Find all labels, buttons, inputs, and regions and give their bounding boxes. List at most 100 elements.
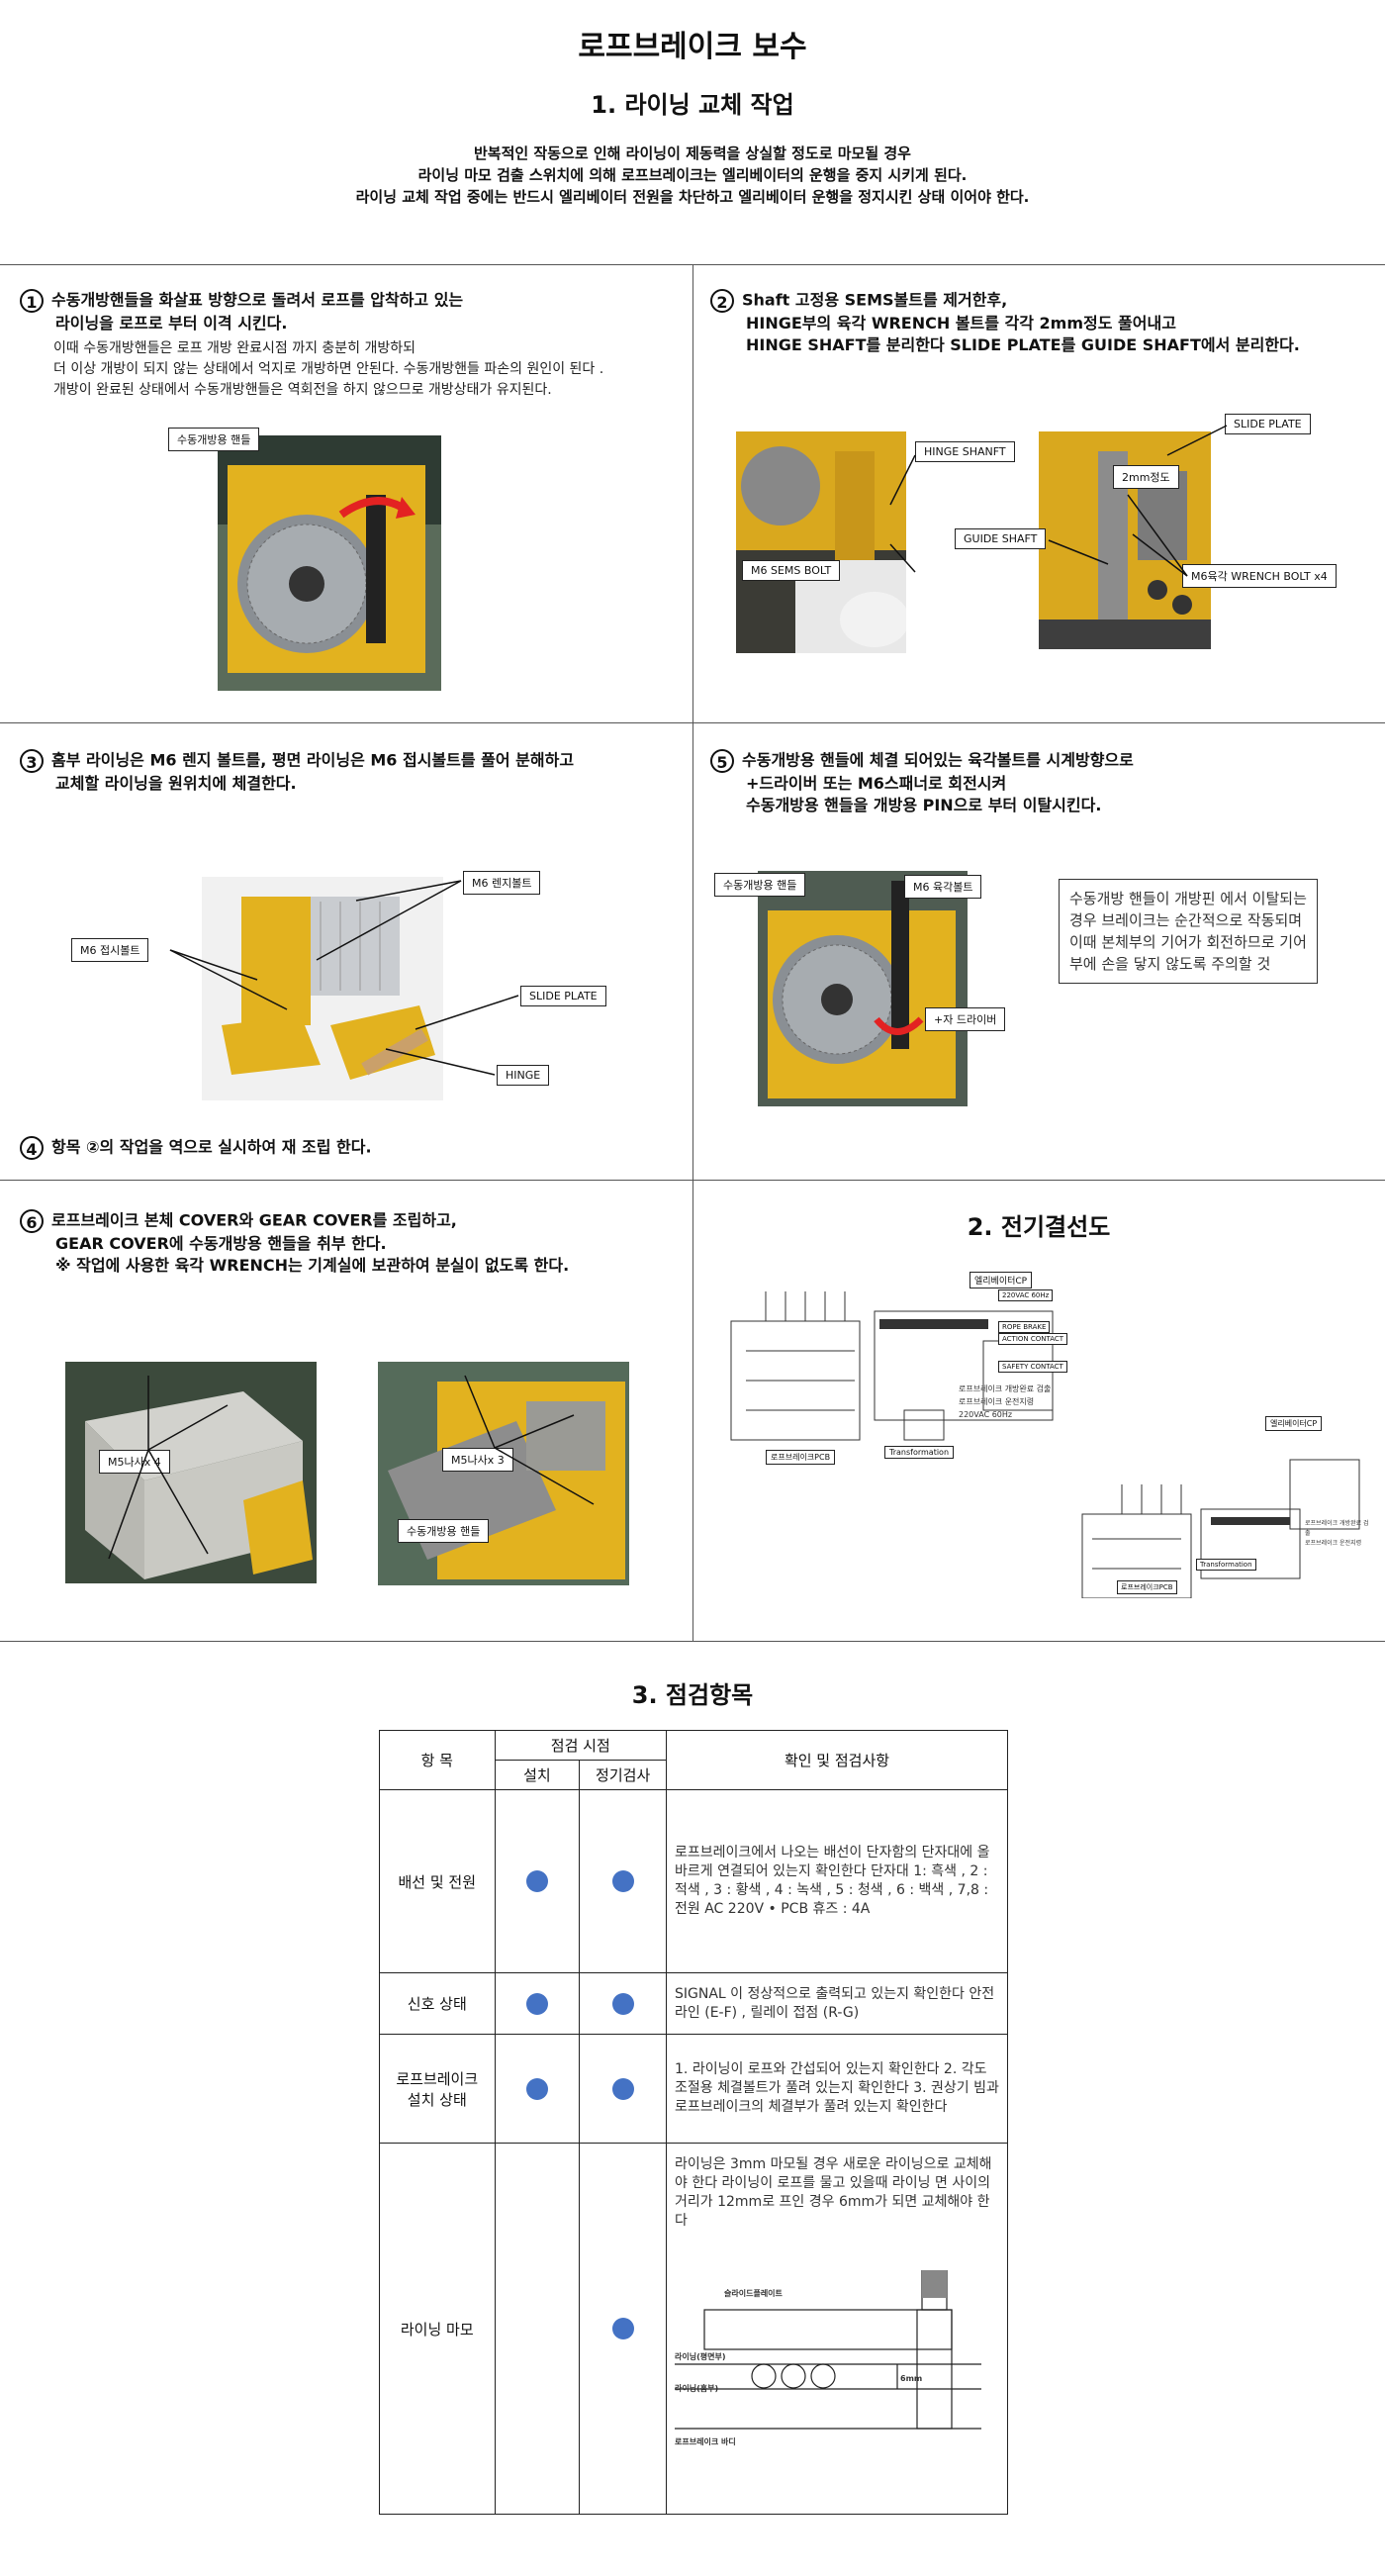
check-dot [525, 1992, 548, 2015]
step-heading: ※ 작업에 사용한 육각 WRENCH는 기계실에 보관하여 분실이 없도록 한… [55, 1256, 570, 1275]
handle-label: 수동개방용 핸들 [398, 1519, 490, 1543]
periodic-cell [579, 2143, 668, 2515]
hinge-label: HINGE [497, 1065, 550, 1086]
sems-bolt-label: M6 SEMS BOLT [742, 560, 841, 581]
intro-text: 반복적인 작동으로 인해 라이닝이 제동력을 상실할 정도로 마모될 경우 라이… [0, 143, 1385, 208]
check-cell: SIGNAL 이 정상적으로 출력되고 있는지 확인한다 안전라인 (E-F) … [666, 1972, 1008, 2035]
pcb-label: 로프브레이크PCB [1117, 1580, 1177, 1594]
step-number: 2 [710, 289, 734, 313]
step-number: 6 [20, 1209, 44, 1233]
inspection-table: 항 목 점검 시점 확인 및 점검사항 설치 정기검사 배선 및 전원 로프브레… [379, 1730, 1008, 2515]
legend-item: 로프브레이크 운전지령 [959, 1397, 1035, 1406]
check-dot [611, 2318, 634, 2339]
divider [692, 264, 693, 1641]
header-check: 확인 및 점검사항 [666, 1730, 1008, 1790]
install-cell [494, 1789, 581, 1973]
check-cell: 로프브레이크에서 나오는 배선이 단자함의 단자대에 올바르게 연결되어 있는지… [666, 1789, 1008, 1973]
step-heading: 라이닝을 로프로 부터 이격 시킨다. [55, 314, 288, 333]
handle-label: 수동개방용 핸들 [714, 873, 806, 897]
lining-diagram: 슬라이드플레이트 라이닝(평면부) 라이닝(홈부) 로프브레이크 바디 6mm [675, 2270, 991, 2468]
hinge-photo [736, 431, 906, 653]
slide-plate-label: SLIDE PLATE [520, 986, 606, 1006]
wrench-bolt-label: M6육각 WRENCH BOLT x4 [1182, 564, 1337, 588]
m5x4-label: M5나사x 4 [99, 1450, 170, 1474]
lining-flat-text: 라이닝(평면부) [675, 2352, 726, 2361]
lining-groove-text: 라이닝(홈부) [675, 2384, 719, 2393]
step-6: 6 로프브레이크 본체 COVER와 GEAR COVER를 조립하고, GEAR… [20, 1209, 683, 1277]
install-cell [494, 2143, 581, 2515]
power-box-label: 220VAC 60Hz [998, 1289, 1054, 1301]
install-cell [494, 1972, 581, 2035]
body-text: 로프브레이크 바디 [675, 2437, 736, 2446]
step-text: 이때 수동개방핸들은 로프 개방 완료시점 까지 충분히 개방하되 [53, 340, 416, 356]
handle-label: 수동개방용 핸들 [168, 428, 260, 451]
step-text: 더 이상 개방이 되지 않는 상태에서 억지로 개방하면 안된다. 수동개방핸들… [53, 361, 604, 377]
brake-photo [218, 435, 441, 691]
step-heading: 교체할 라이닝을 원위치에 체결한다. [55, 774, 297, 793]
step-number: 5 [710, 749, 734, 773]
slide-plate-label: SLIDE PLATE [1225, 414, 1311, 434]
periodic-cell [579, 1789, 668, 1973]
wiring-legend: 로프브레이크 개방완료 검출 로프브레이크 운전지령 220VAC 60Hz [959, 1383, 1051, 1421]
check-cell: 라이닝은 3mm 마모될 경우 새로운 라이닝으로 교체해야 한다 라이닝이 로… [666, 2143, 1008, 2515]
cp-label: 엘리베이터CP [970, 1272, 1033, 1288]
step-2-pointers [889, 425, 1228, 577]
hinge-shaft-label: HINGE SHANFT [915, 441, 1015, 462]
step-number: 4 [20, 1136, 44, 1160]
check-dot [525, 1870, 548, 1892]
wiring-legend: 로프브레이크 개방완료 검출 로프브레이크 운전지령 [1305, 1519, 1369, 1549]
lining-text: 라이닝은 3mm 마모될 경우 새로운 라이닝으로 교체해야 한다 라이닝이 로… [675, 2156, 992, 2229]
install-cell [494, 2034, 581, 2144]
page-title: 로프브레이크 보수 [578, 30, 807, 64]
cp-label: 엘리베이터CP [1265, 1416, 1323, 1431]
dimension-text: 6mm [900, 2374, 923, 2383]
lining-photo [202, 877, 443, 1100]
item-cell: 배선 및 전원 [379, 1789, 496, 1973]
step-heading: 수동개방용 핸들을 개방용 PIN으로 부터 이탈시킨다. [746, 796, 1102, 814]
legend-item: 220VAC 60Hz [959, 1410, 1013, 1419]
legend-item: 로프브레이크 운전지령 [1305, 1540, 1362, 1547]
action-contact-label: ACTION CONTACT [998, 1333, 1068, 1345]
step-text: 개방이 완료된 상태에서 수동개방핸들은 역회전을 하지 않으므로 개방상태가 … [53, 382, 552, 398]
section-2-title: 2. 전기결선도 [967, 1213, 1111, 1241]
header-timing: 점검 시점 [494, 1730, 668, 1761]
step-heading: 항목 ②의 작업을 역으로 실시하여 재 조립 한다. [51, 1137, 372, 1157]
step-heading: 수동개방핸들을 화살표 방향으로 돌려서 로프를 압착하고 있는 [51, 290, 464, 310]
wiring-diagram: 엘리베이터CP 220VAC 60Hz ROPE BRAKE ACTION CO… [726, 1272, 1369, 1598]
step-heading: Shaft 고정용 SEMS볼트를 제거한후, [742, 290, 1008, 310]
step-2: 2 Shaft 고정용 SEMS볼트를 제거한후, HINGE부의 육각 WREN… [710, 289, 1373, 356]
step-3-pointers [169, 880, 519, 1076]
step-number: 3 [20, 749, 44, 773]
step-heading: HINGE부의 육각 WRENCH 볼트를 각각 2mm정도 풀어내고 [746, 314, 1176, 333]
handle-photo [758, 871, 968, 1106]
caution-note: 수동개방 핸들이 개방핀 에서 이탈되는 경우 브레이크는 순간적으로 작동되며… [1059, 879, 1318, 984]
safety-contact-label: SAFETY CONTACT [998, 1361, 1067, 1373]
section-1-title: 1. 라이닝 교체 작업 [591, 91, 794, 119]
two-mm-label: 2mm정도 [1113, 465, 1179, 489]
section-3-title: 3. 점검항목 [631, 1681, 754, 1709]
header-item: 항 목 [379, 1730, 496, 1790]
step-6-pointers [108, 1375, 595, 1560]
transformer-label: Transformation [1196, 1559, 1256, 1571]
step-heading: GEAR COVER에 수동개방용 핸들을 취부 한다. [55, 1234, 387, 1253]
slide-plate-text: 슬라이드플레이트 [724, 2289, 783, 2298]
step-heading: 로프브레이크 본체 COVER와 GEAR COVER를 조립하고, [51, 1210, 457, 1230]
step-4: 4 항목 ②의 작업을 역으로 실시하여 재 조립 한다. [20, 1136, 683, 1160]
table-row: 로프브레이크 설치 상태 1. 라이닝이 로프와 간섭되어 있는지 확인한다 2… [379, 2034, 1008, 2144]
item-cell: 신호 상태 [379, 1972, 496, 2035]
step-heading: 수동개방용 핸들에 체결 되어있는 육각볼트를 시계방향으로 [742, 750, 1134, 770]
table-row: 라이닝 마모 라이닝은 3mm 마모될 경우 새로운 라이닝으로 교체해야 한다… [379, 2143, 1008, 2515]
check-dot [611, 1992, 634, 2015]
hex-bolt-label: M6 육각볼트 [904, 875, 982, 899]
guide-shaft-label: GUIDE SHAFT [955, 528, 1047, 549]
legend-item: 로프브레이크 개방완료 검출 [1305, 1520, 1369, 1537]
legend-item: 로프브레이크 개방완료 검출 [959, 1384, 1052, 1393]
intro-line: 라이닝 마모 검출 스위치에 의해 로프브레이크는 엘리베이터의 운행을 중지 … [417, 166, 968, 184]
item-cell: 로프브레이크 설치 상태 [379, 2034, 496, 2144]
table-row: 신호 상태 SIGNAL 이 정상적으로 출력되고 있는지 확인한다 안전라인 … [379, 1972, 1008, 2035]
transformer-label: Transformation [884, 1446, 955, 1459]
periodic-cell [579, 2034, 668, 2144]
